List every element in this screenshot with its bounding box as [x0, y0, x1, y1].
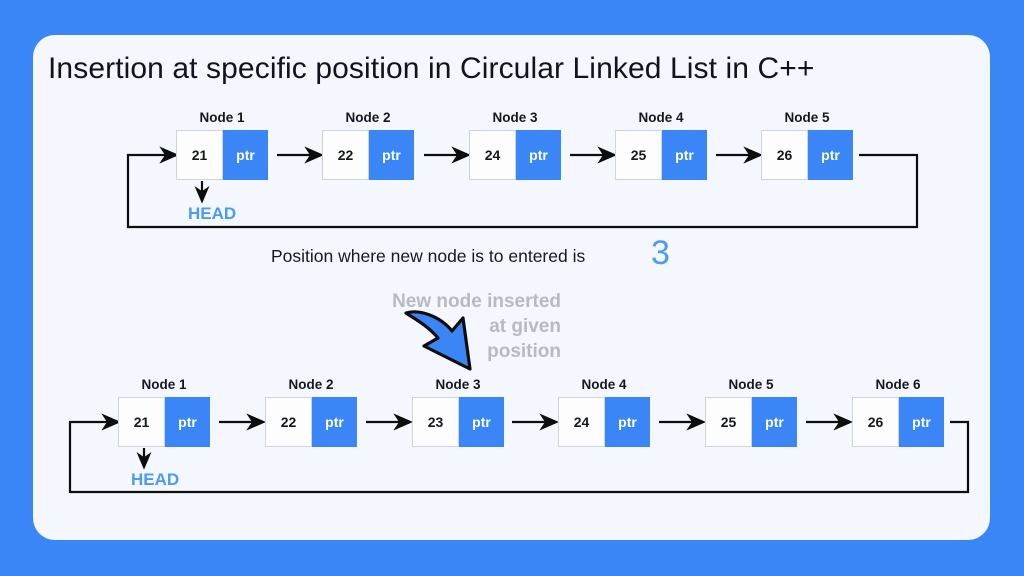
node-label: Node 5 [784, 110, 830, 125]
insert-annotation: New node inserted at given position [365, 289, 561, 364]
node-ptr: ptr [312, 397, 357, 447]
node-label: Node 1 [199, 110, 245, 125]
node-box[interactable]: 22 ptr [322, 130, 414, 180]
page-title: Insertion at specific position in Circul… [48, 52, 815, 85]
node-label: Node 3 [492, 110, 538, 125]
head-label-before: HEAD [188, 204, 237, 223]
node-value: 22 [322, 130, 369, 180]
node-ptr: ptr [808, 130, 853, 180]
node-value: 26 [761, 130, 808, 180]
node-ptr: ptr [223, 130, 268, 180]
node-ptr: ptr [459, 397, 504, 447]
node-label: Node 6 [875, 377, 921, 392]
node-box[interactable]: 26 ptr [761, 130, 853, 180]
node-ptr: ptr [662, 130, 707, 180]
node-box[interactable]: 26 ptr [852, 397, 944, 447]
node-ptr: ptr [899, 397, 944, 447]
node-value: 26 [852, 397, 899, 447]
node-label: Node 3 [435, 377, 481, 392]
node-value: 21 [118, 397, 165, 447]
node-label: Node 5 [728, 377, 774, 392]
node-box[interactable]: 21 ptr [118, 397, 210, 447]
node-box[interactable]: 22 ptr [265, 397, 357, 447]
node-value: 24 [558, 397, 605, 447]
node-label: Node 2 [345, 110, 391, 125]
head-label-after: HEAD [131, 470, 180, 489]
node-label: Node 1 [141, 377, 187, 392]
node-ptr: ptr [165, 397, 210, 447]
node-label: Node 4 [638, 110, 684, 125]
node-value: 25 [615, 130, 662, 180]
position-value: 3 [651, 234, 670, 272]
node-box[interactable]: 25 ptr [615, 130, 707, 180]
node-value: 25 [705, 397, 752, 447]
node-box[interactable]: 23 ptr [412, 397, 504, 447]
node-label: Node 4 [581, 377, 627, 392]
node-value: 22 [265, 397, 312, 447]
node-box[interactable]: 24 ptr [558, 397, 650, 447]
annotation-line-2: at given [489, 316, 561, 337]
node-box[interactable]: 24 ptr [469, 130, 561, 180]
node-value: 24 [469, 130, 516, 180]
node-value: 23 [412, 397, 459, 447]
node-ptr: ptr [605, 397, 650, 447]
position-caption: Position where new node is to entered is [271, 246, 586, 266]
node-ptr: ptr [369, 130, 414, 180]
node-box[interactable]: 25 ptr [705, 397, 797, 447]
annotation-line-1: New node inserted [392, 291, 561, 312]
annotation-line-3: position [487, 341, 561, 362]
node-ptr: ptr [752, 397, 797, 447]
node-value: 21 [176, 130, 223, 180]
node-box[interactable]: 21 ptr [176, 130, 268, 180]
node-ptr: ptr [516, 130, 561, 180]
node-label: Node 2 [288, 377, 334, 392]
